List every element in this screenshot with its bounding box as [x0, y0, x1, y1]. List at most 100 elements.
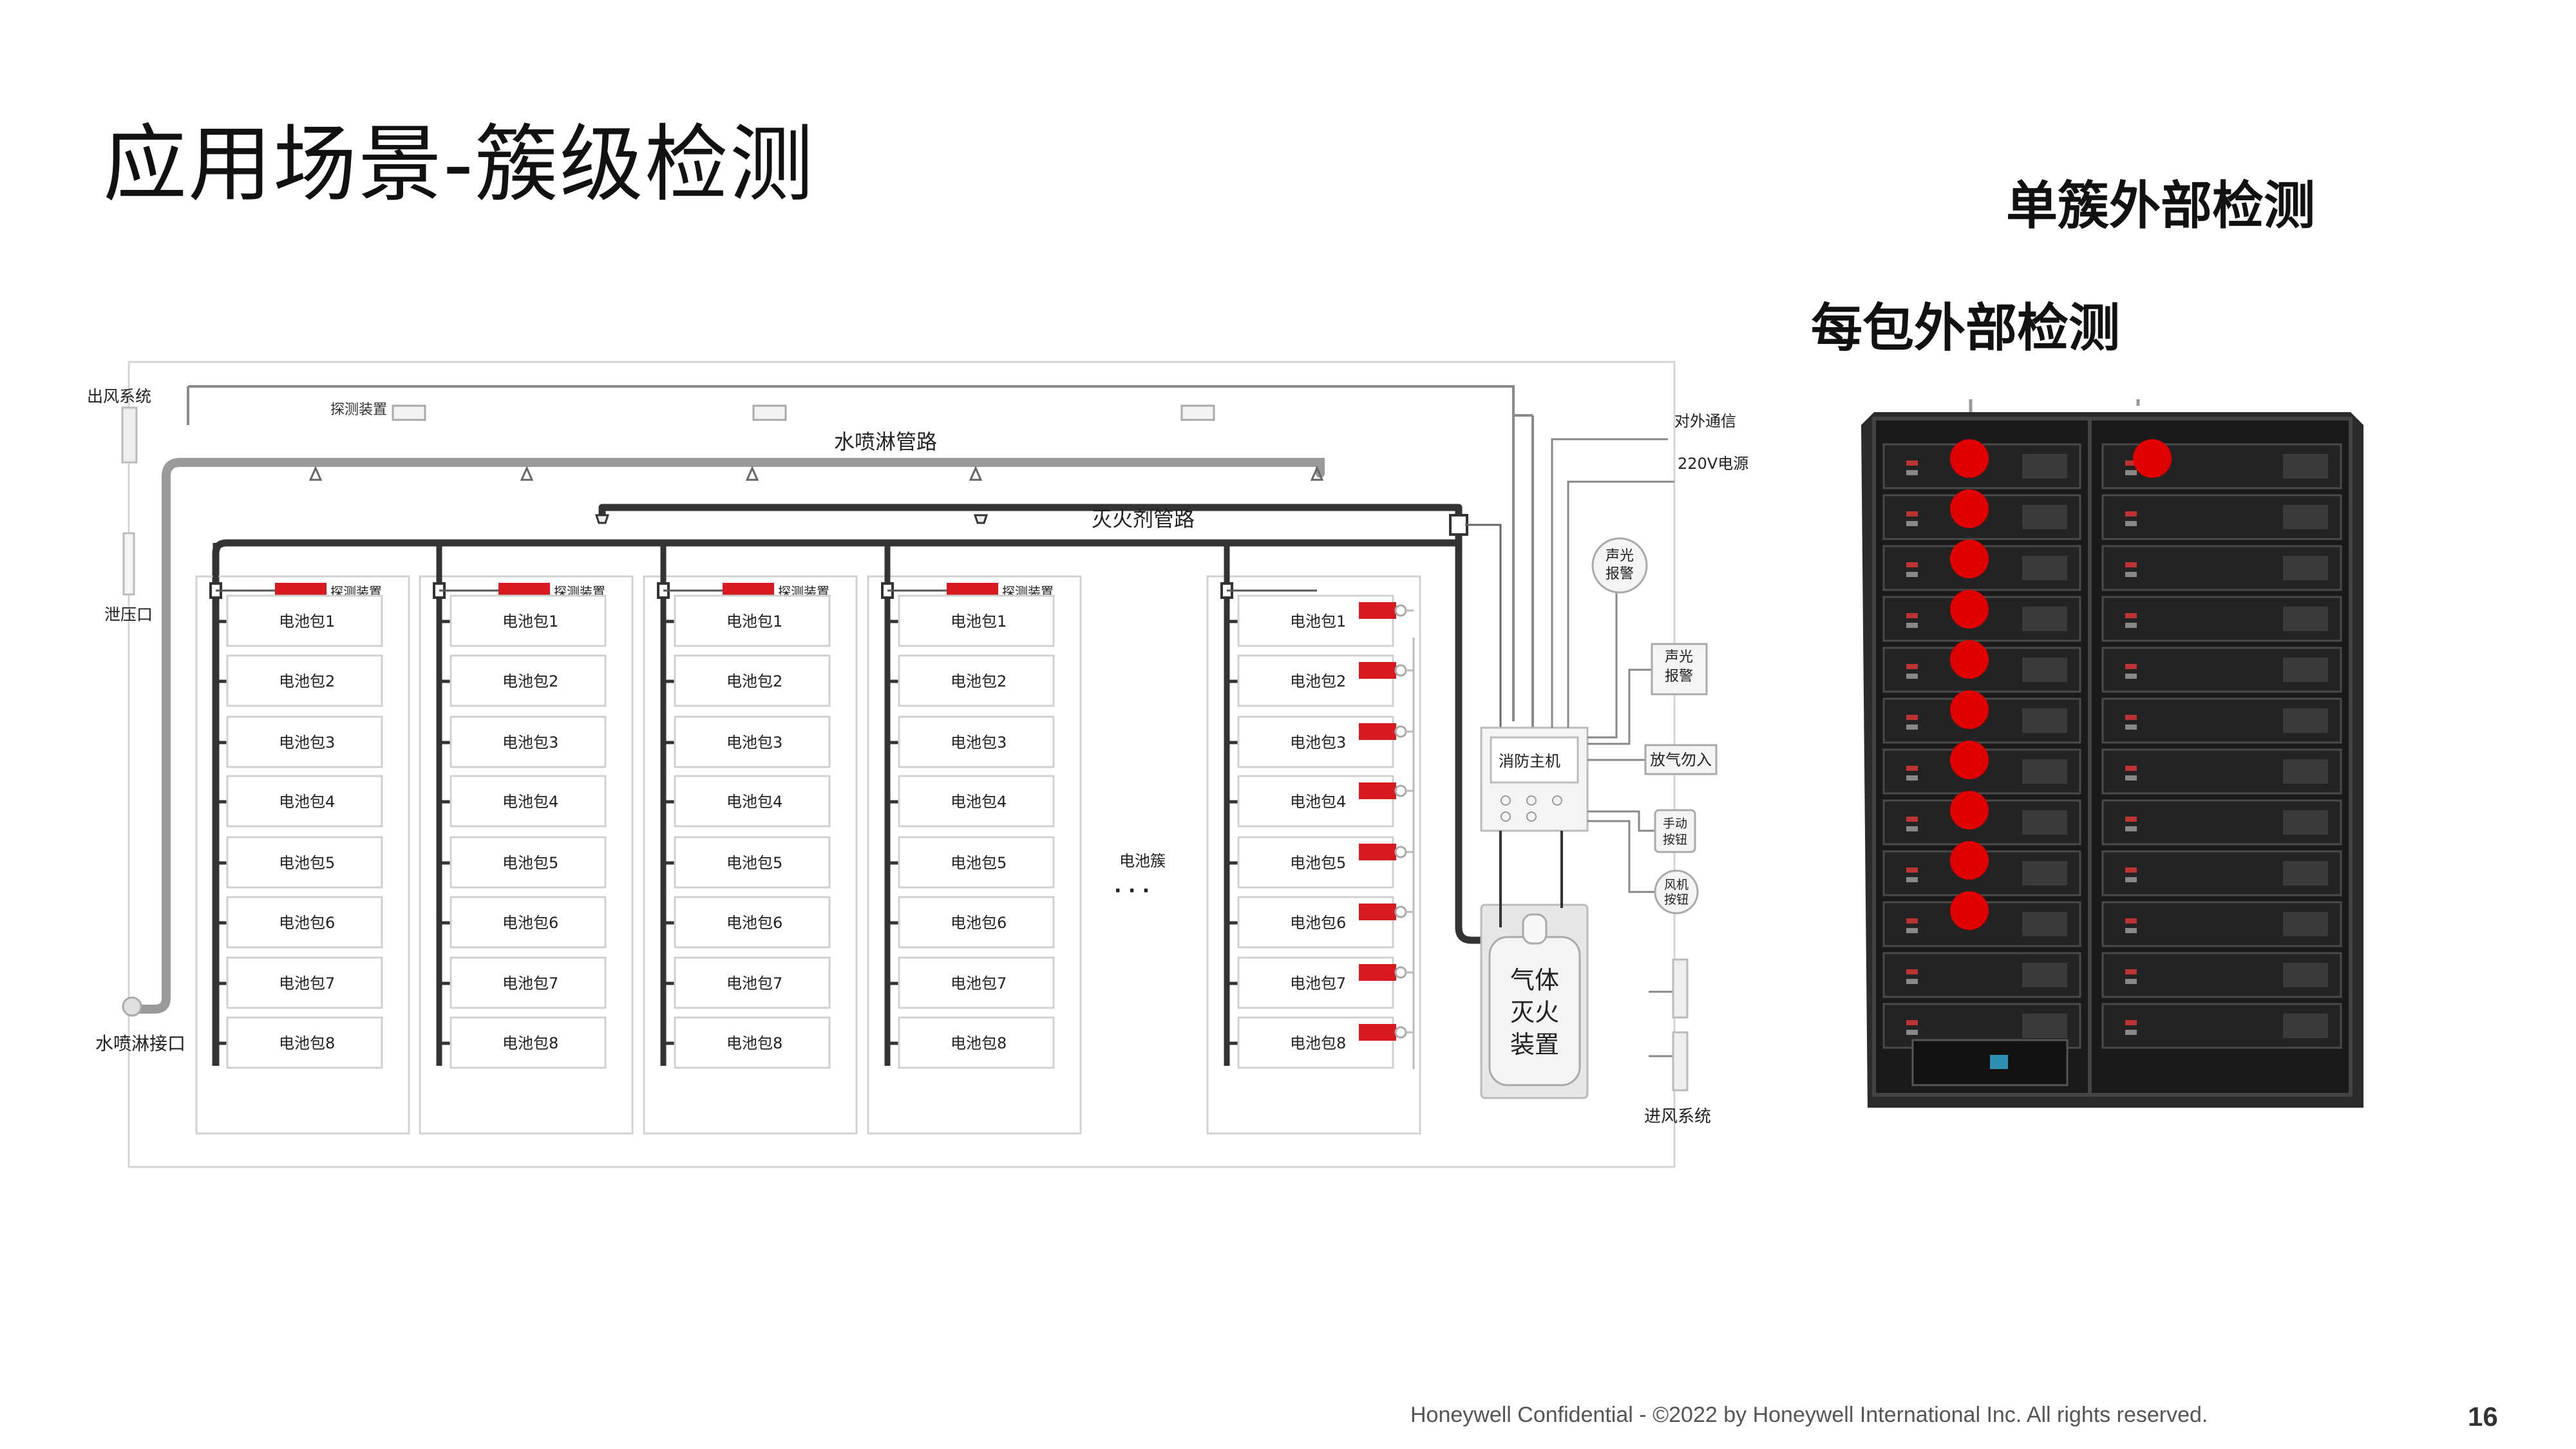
battery-pack-box	[674, 594, 831, 647]
pack-detection-marker	[1950, 791, 1989, 829]
alarm-2-box	[1651, 643, 1708, 696]
battery-pack-label: 电池包7	[951, 974, 1007, 992]
alarm-1-line1: 声光	[1605, 548, 1634, 564]
sprinkler-pipe	[128, 458, 1325, 1014]
top-detector-1	[392, 404, 426, 421]
pressure-relief-label: 泄压口	[104, 605, 153, 624]
sprinkler-inlet-fitting	[122, 996, 142, 1017]
intake-vent-2	[1672, 1031, 1689, 1092]
battery-pack-label: 电池包4	[1290, 793, 1346, 811]
battery-pack-label: 电池包3	[951, 734, 1007, 752]
page-number: 16	[2468, 1401, 2498, 1432]
page-title: 应用场景-簇级检测	[103, 115, 815, 213]
battery-pack-label: 电池包3	[1290, 734, 1346, 752]
fire-host-screen	[1490, 736, 1579, 784]
battery-pack-box	[674, 715, 831, 768]
manual-button-box	[1654, 809, 1696, 853]
fan-button-line1: 风机	[1664, 878, 1689, 892]
battery-pack-box	[450, 594, 607, 647]
pack-detection-marker	[1950, 841, 1989, 880]
manual-button-line1: 手动	[1663, 817, 1687, 831]
battery-pack-label: 电池包2	[951, 672, 1007, 690]
pressure-relief-vent	[122, 532, 135, 596]
battery-pack-label: 电池包5	[951, 854, 1007, 872]
battery-pack-label: 电池包6	[951, 914, 1007, 932]
battery-pack-box	[450, 654, 607, 707]
manual-button-line2: 按钮	[1663, 833, 1687, 847]
battery-rack-illustration	[1861, 399, 2363, 1108]
battery-pack-label: 电池包1	[502, 612, 558, 630]
battery-pack-box	[450, 956, 607, 1009]
battery-pack-box	[226, 1016, 383, 1069]
battery-pack-label: 电池包3	[502, 734, 558, 752]
battery-pack-label: 电池包4	[502, 793, 558, 811]
battery-pack-box	[226, 956, 383, 1009]
cluster-detection-marker	[2133, 439, 2172, 478]
cluster-ellipsis: · · ·	[1114, 880, 1150, 902]
pack-detector	[1359, 662, 1396, 679]
pack-detector	[1359, 782, 1396, 799]
pack-detection-marker	[1950, 540, 1989, 578]
battery-pack-label: 电池包8	[1290, 1034, 1346, 1052]
battery-pack-box	[674, 775, 831, 828]
gas-device-line2: 灭火	[1510, 998, 1559, 1027]
alarm-2-line1: 声光	[1665, 649, 1693, 665]
extinguishant-pipe-label: 灭火剂管路	[1092, 507, 1195, 531]
battery-pack-label: 电池包6	[279, 914, 335, 932]
battery-pack-box	[226, 594, 383, 647]
power-220v-label: 220V电源	[1678, 455, 1748, 473]
battery-pack-label: 电池包2	[502, 672, 558, 690]
battery-pack-box	[898, 594, 1055, 647]
fire-host-label: 消防主机	[1499, 752, 1560, 770]
battery-pack-box	[226, 836, 383, 889]
footer-confidential: Honeywell Confidential - ©2022 by Honeyw…	[1410, 1403, 2208, 1427]
pack-detection-marker	[1950, 489, 1989, 528]
battery-pack-label: 电池包5	[1290, 854, 1346, 872]
battery-pack-label: 电池包4	[951, 793, 1007, 811]
pack-detection-marker	[1950, 690, 1989, 729]
intake-vent-1	[1672, 958, 1689, 1019]
alarm-2-line2: 报警	[1665, 668, 1693, 685]
battery-pack-label: 电池包8	[726, 1034, 782, 1052]
battery-pack-box	[450, 1016, 607, 1069]
battery-pack-label: 电池包7	[726, 974, 782, 992]
pack-detector	[1359, 904, 1396, 920]
nozzle-heads	[594, 514, 989, 524]
battery-pack-box	[226, 896, 383, 949]
battery-pack-box	[226, 715, 383, 768]
detector-signal-line	[187, 385, 1515, 721]
battery-pack-label: 电池包1	[279, 612, 335, 630]
battery-pack-label: 电池包7	[502, 974, 558, 992]
battery-pack-label: 电池包4	[279, 793, 335, 811]
battery-pack-box	[450, 775, 607, 828]
battery-pack-box	[450, 715, 607, 768]
battery-pack-box	[898, 896, 1055, 949]
battery-pack-box	[674, 836, 831, 889]
battery-clusters: 探测装置电池包1电池包2电池包3电池包4电池包5电池包6电池包7电池包8探测装置…	[195, 543, 1421, 1135]
battery-pack-label: 电池包3	[279, 734, 335, 752]
pack-detector	[1359, 1024, 1396, 1041]
battery-pack-label: 电池包1	[1290, 612, 1346, 630]
battery-pack-box	[450, 896, 607, 949]
sprinkler-inlet-label: 水喷淋接口	[95, 1033, 185, 1054]
pack-detection-marker	[1950, 640, 1989, 679]
top-detector-2	[752, 404, 787, 421]
battery-pack-label: 电池包2	[726, 672, 782, 690]
battery-pack-box	[898, 836, 1055, 889]
battery-pack-box	[898, 956, 1055, 1009]
battery-pack-label: 电池包6	[1290, 914, 1346, 932]
battery-pack-box	[674, 956, 831, 1009]
gas-device-line1: 气体	[1510, 966, 1559, 994]
exhaust-vent	[121, 406, 138, 464]
single-cluster-detection-label: 单簇外部检测	[2006, 176, 2315, 236]
battery-pack-label: 电池包1	[726, 612, 782, 630]
intake-system-label: 进风系统	[1644, 1107, 1711, 1126]
battery-pack-box	[450, 836, 607, 889]
battery-pack-label: 电池包8	[279, 1034, 335, 1052]
battery-pack-label: 电池包6	[726, 914, 782, 932]
